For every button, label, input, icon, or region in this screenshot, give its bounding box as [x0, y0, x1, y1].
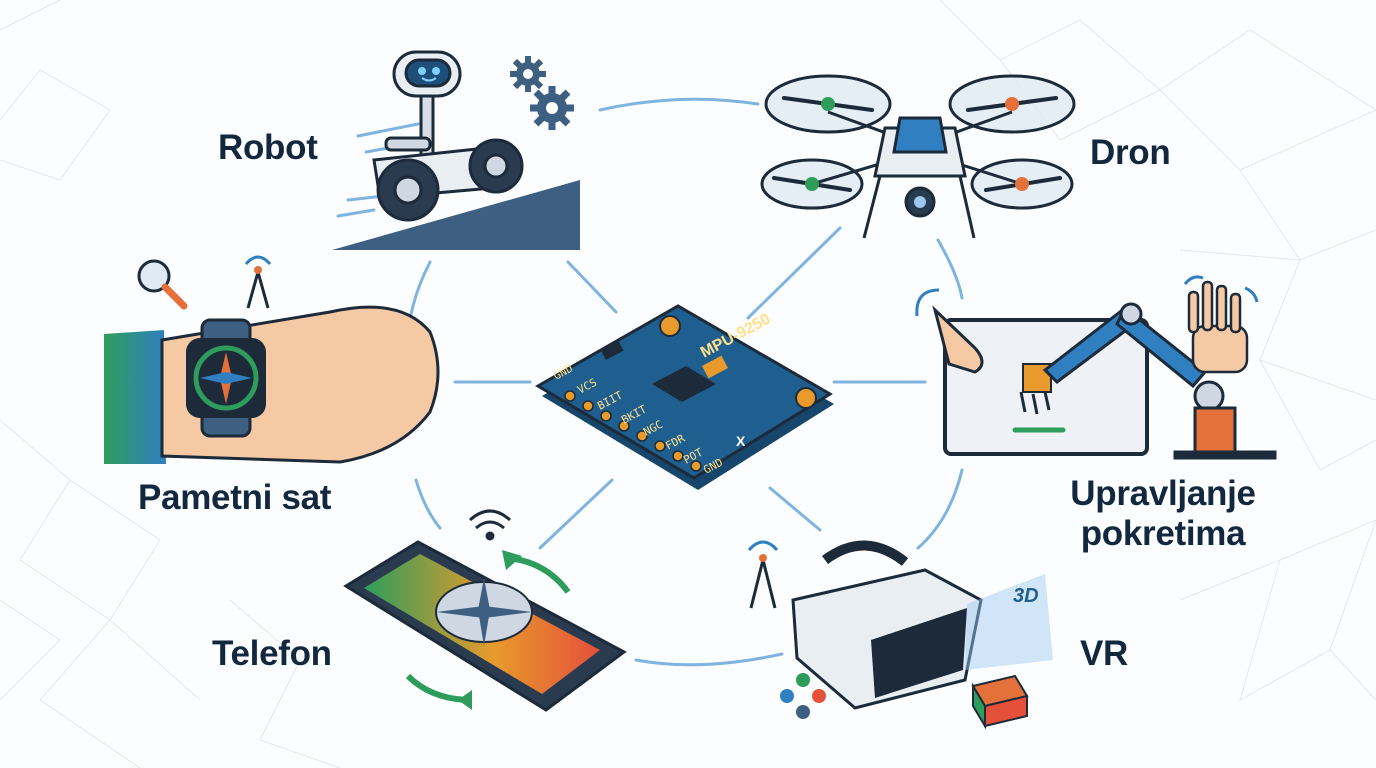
phone-illustration	[343, 509, 627, 712]
ring-arc-top	[598, 97, 760, 112]
gesture-label-line1: Upravljanje	[1070, 474, 1256, 513]
mpu-sensor-board: MPU-9250 GND VCS BIIT BKIT NGC FDR POT G…	[535, 304, 834, 490]
projection-beam	[965, 574, 1053, 670]
compass-icon	[193, 345, 259, 411]
gamepad-icon	[780, 673, 826, 719]
ring-arc-bottom	[634, 652, 784, 667]
robot-label: Robot	[218, 128, 318, 167]
gear-icon	[510, 56, 574, 130]
tapping-hand	[932, 305, 984, 374]
robot-illustration	[332, 50, 580, 250]
vr-label: VR	[1080, 634, 1129, 673]
spoke-drone	[746, 226, 842, 320]
vr-illustration: 3D	[747, 540, 1053, 730]
smartwatch-label: Pametni sat	[138, 478, 332, 517]
ring-arc-left-lower	[414, 478, 442, 530]
pin-pads	[564, 390, 702, 472]
ramp	[332, 180, 580, 250]
cube-icon	[971, 674, 1029, 730]
gesture-label-group: Upravljanje pokretima	[1048, 474, 1278, 554]
spoke-vr	[768, 486, 822, 532]
raised-hand	[1187, 280, 1249, 374]
drone-illustration	[760, 74, 1076, 239]
spoke-phone	[538, 478, 614, 550]
rotate-arrow-top-icon	[507, 555, 571, 594]
signal-tower-icon	[747, 540, 779, 609]
headset-strap	[822, 540, 909, 566]
gesture-control-illustration	[915, 275, 1277, 460]
magnifier-icon	[137, 259, 188, 310]
sleeve	[104, 330, 166, 464]
wifi-icon	[468, 509, 512, 541]
signal-tower-icon	[244, 255, 272, 309]
ring-arc-right	[936, 238, 964, 300]
rotate-arrow-icon	[915, 288, 940, 317]
spoke-robot	[566, 260, 618, 314]
imu-chip	[652, 366, 716, 402]
rotate-arrow-bottom-icon	[405, 673, 467, 703]
vr-3d-badge: 3D	[1013, 585, 1039, 607]
compass-rose-icon	[435, 578, 533, 646]
drone-label: Dron	[1090, 133, 1171, 172]
axis-mark: X	[736, 433, 746, 449]
ring-arc-right-lower	[916, 468, 964, 550]
phone-label: Telefon	[212, 634, 332, 673]
smartwatch-illustration	[104, 255, 440, 464]
gesture-label-line2: pokretima	[1080, 514, 1246, 553]
